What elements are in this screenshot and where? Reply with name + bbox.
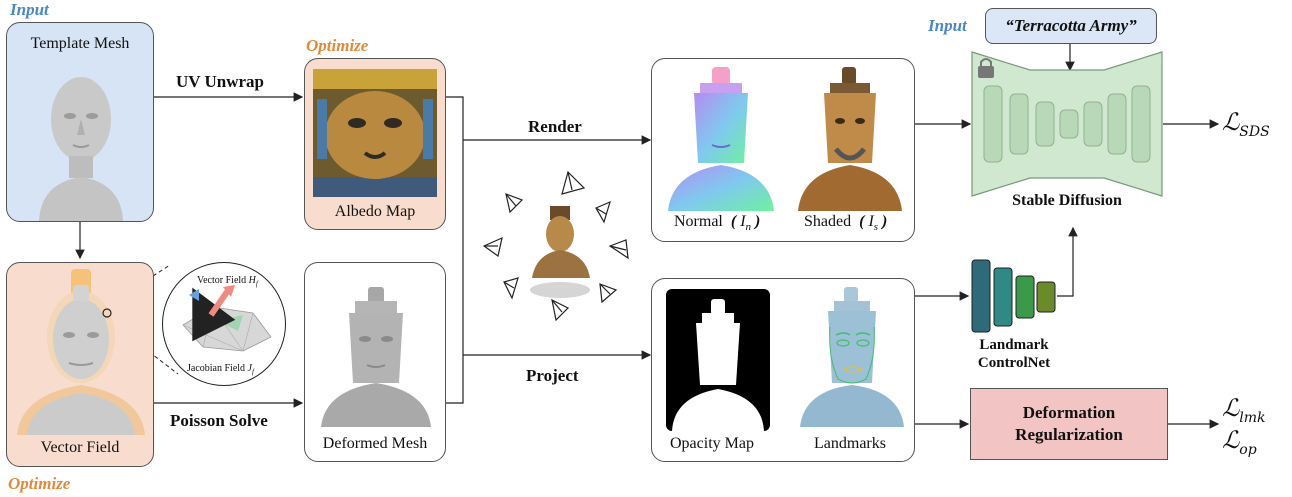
opacity-map-icon [666,289,770,431]
deformation-regularization-box: Deformation Regularization [970,388,1168,460]
poisson-solve-label: Poisson Solve [170,411,268,430]
head-icon [39,77,123,221]
normal-render-icon [668,67,774,211]
deformed-head-icon [321,287,431,427]
stable-diffusion-label: Stable Diffusion [1012,192,1122,209]
zoom-inset: Vector Field Hf Jacobian Field Jf [162,262,286,386]
jacobian-field-zoom-label: Jacobian Field Jf [187,363,254,376]
albedo-map-box: Albedo Map [304,58,446,230]
prompt-box: “Terracotta Army” [985,8,1157,44]
edge-controlnet-to-sd [1057,226,1078,297]
albedo-texture-icon [313,69,437,197]
vector-field-box: Vector Field [6,262,154,467]
optimize-tag-albedo: Optimize [306,36,369,55]
controlnet-label: Landmark ControlNet [977,337,1051,371]
loss-sds: ℒSDS [1222,108,1270,140]
render-label: Render [528,117,582,136]
normal-label: Normal ( In ) [674,213,761,234]
edge-merge-bracket [446,96,464,404]
optimize-tag-vector: Optimize [8,474,71,493]
project-label: Project [526,366,579,385]
deformed-mesh-label: Deformed Mesh [322,435,428,452]
lock-icon [978,58,994,78]
project-panel: Opacity Map Landmarks [651,278,915,462]
landmarks-icon [800,287,904,427]
input-tag-prompt: Input [928,16,967,35]
template-mesh-box: Template Mesh [6,22,154,222]
camera-ring-icon [482,170,629,322]
albedo-map-label: Albedo Map [334,203,416,220]
shaded-render-icon [798,67,902,211]
template-mesh-label: Template Mesh [30,35,130,52]
controlnet-icon [971,259,1056,333]
render-panel: Normal ( In ) Shaded ( Is ) [651,58,915,242]
vector-field-label: Vector Field [40,439,120,456]
vector-field-zoom-label: Vector Field Hf [197,275,258,288]
mesh-patch-icon [182,285,272,352]
loss-lmk: ℒlmk [1222,394,1266,426]
loss-op: ℒop [1222,426,1257,458]
deformed-mesh-box: Deformed Mesh [304,262,446,462]
input-tag: Input [10,0,49,19]
shaded-label: Shaded ( Is ) [804,213,888,234]
deformed-head-glow-icon [17,269,145,435]
uv-unwrap-label: UV Unwrap [176,72,265,91]
stable-diffusion-unet [971,51,1163,197]
opacity-map-label: Opacity Map [670,435,754,452]
landmarks-label: Landmarks [814,435,886,452]
